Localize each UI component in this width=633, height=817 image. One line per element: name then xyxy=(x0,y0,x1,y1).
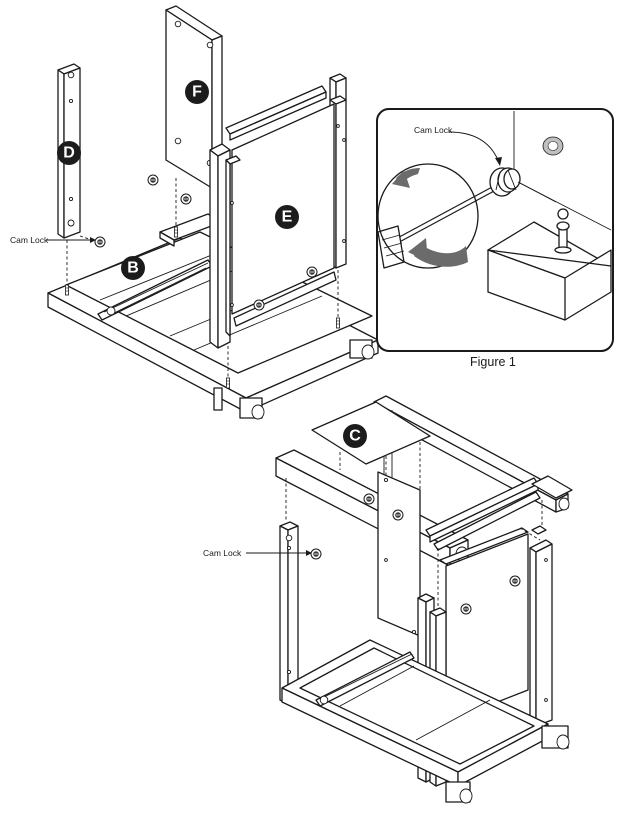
cam-lock-label-detail: Cam Lock xyxy=(414,125,453,135)
svg-text:B: B xyxy=(127,260,139,277)
svg-text:D: D xyxy=(63,145,75,162)
figure-1-detail: Cam Lock Figure 1 xyxy=(376,108,614,369)
svg-text:F: F xyxy=(192,84,202,101)
badge-d: D xyxy=(57,141,81,165)
badge-c: C xyxy=(343,424,367,448)
bottom-assembly xyxy=(275,395,573,804)
badge-f: F xyxy=(185,80,209,104)
cam-lock-detail xyxy=(489,167,557,203)
svg-text:E: E xyxy=(282,209,293,226)
svg-text:C: C xyxy=(349,428,361,445)
badge-b: B xyxy=(121,256,145,280)
panel-d xyxy=(57,63,99,296)
rotation-arrow-icon xyxy=(377,163,479,269)
figure-caption: Figure 1 xyxy=(470,355,516,369)
badge-e: E xyxy=(275,205,299,229)
cam-lock-f xyxy=(147,174,192,205)
cam-lock-d xyxy=(94,236,106,248)
top-assembly: Cam Lock D F E B xyxy=(10,5,379,420)
cam-post xyxy=(554,208,572,254)
cam-lock-label-top: Cam Lock xyxy=(10,235,49,245)
cam-lock-label-bottom: Cam Lock xyxy=(203,548,242,558)
